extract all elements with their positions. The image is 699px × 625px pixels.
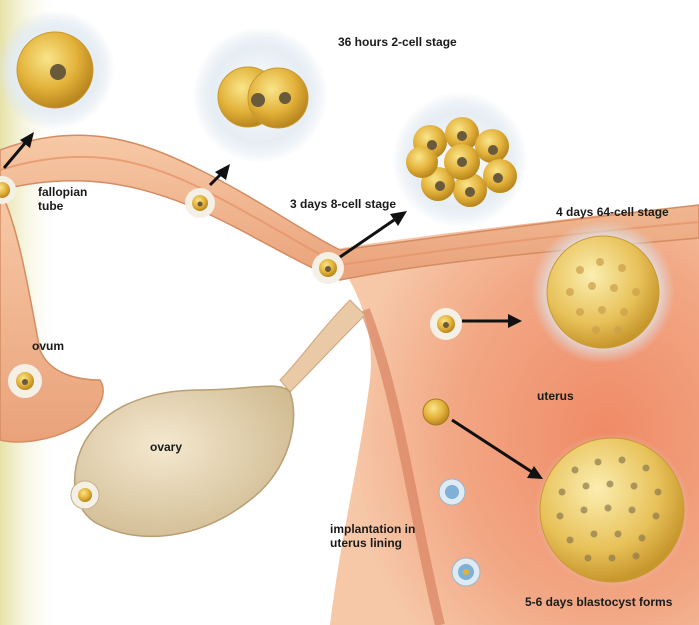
ovarian-ligament	[280, 300, 365, 392]
implanting-blastocyst-2	[452, 558, 480, 586]
cell-blastocyst	[534, 432, 690, 588]
ovary-shape	[75, 386, 294, 536]
label-5-6-days-blastocyst: 5-6 days blastocyst forms	[525, 595, 672, 609]
label-ovum: ovum	[32, 339, 64, 353]
implanting-blastocyst-1	[439, 479, 465, 505]
ovary-follicle	[71, 481, 99, 509]
label-implantation: implantation in uterus lining	[330, 522, 415, 550]
cell-8-cell-stage	[392, 92, 528, 228]
cell-2-cell-stage	[192, 27, 328, 163]
cell-64-cell-stage	[531, 220, 675, 364]
cell-fertilized-egg	[0, 10, 115, 130]
label-uterus: uterus	[537, 389, 574, 403]
label-36-hours-2-cell: 36 hours 2-cell stage	[338, 35, 457, 49]
label-3-days-8-cell: 3 days 8-cell stage	[290, 197, 396, 211]
ovum-cell	[8, 364, 42, 398]
small-cell-tube-1	[185, 188, 215, 218]
label-4-days-64-cell: 4 days 64-cell stage	[556, 205, 669, 219]
label-ovary: ovary	[150, 440, 182, 454]
small-cell-uterus-2	[423, 399, 449, 425]
small-cell-uterus-1	[430, 308, 462, 340]
label-fallopian-tube: fallopian tube	[38, 185, 87, 213]
small-cell-tube-2	[312, 252, 344, 284]
